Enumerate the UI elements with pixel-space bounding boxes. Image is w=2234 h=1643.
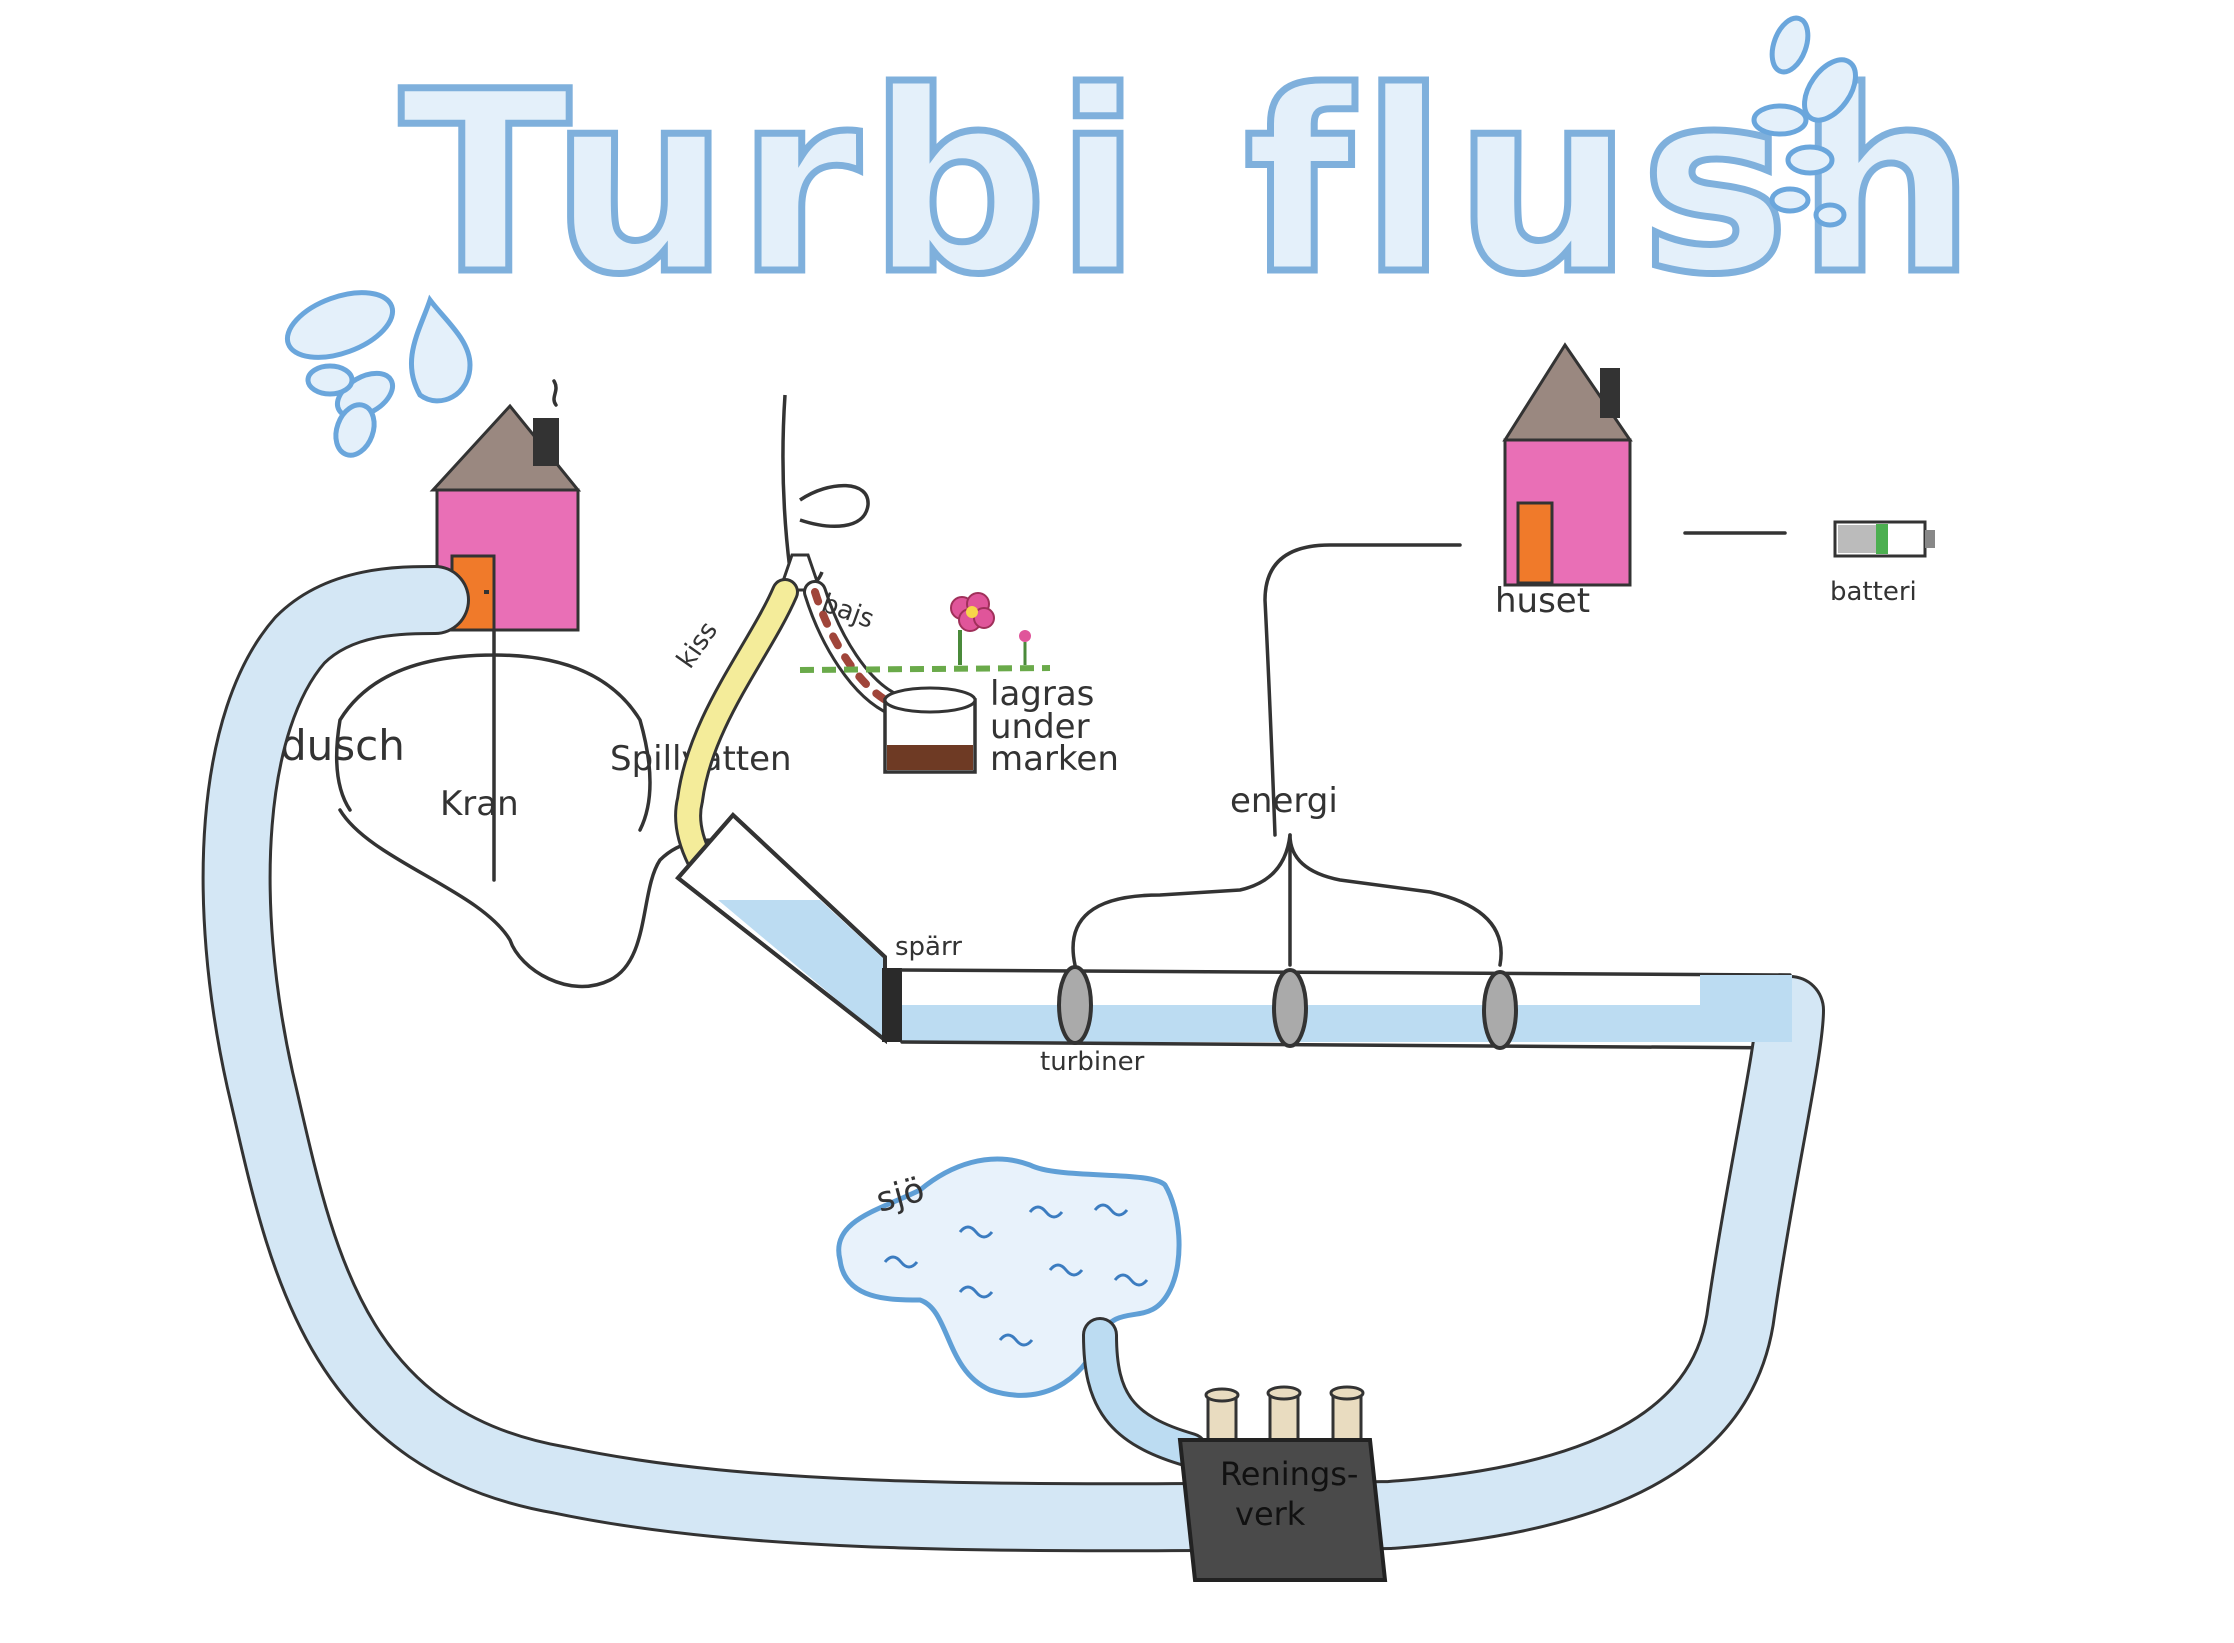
label-dusch: dusch [280, 721, 405, 770]
ground-grass [799, 630, 1051, 673]
title: Turbi flush [400, 38, 1983, 329]
label-turbiner: turbiner [1040, 1047, 1145, 1077]
splash-right-icon [1751, 15, 1858, 228]
turbine-pipe [900, 968, 1792, 1050]
label-kiss: kiss [671, 616, 724, 674]
splash-left-icon [284, 290, 473, 458]
kiss-pipe [674, 578, 799, 874]
label-batteri: batteri [1830, 577, 1917, 607]
energy-lines [1071, 543, 1503, 967]
bajs-pipe [803, 580, 907, 717]
pipe-bend [1700, 975, 1792, 1042]
small-flower-icon [1019, 630, 1031, 642]
house-right-icon [1502, 342, 1633, 587]
funnel-tank [675, 812, 887, 1045]
toilet-icon [777, 394, 870, 592]
label-kran: Kran [440, 784, 519, 824]
house-outlets [334, 628, 747, 989]
battery-icon [1833, 520, 1935, 558]
lake-pipe [1085, 1320, 1205, 1465]
storage-tank-icon [883, 686, 977, 774]
label-sparr: spärr [895, 932, 962, 962]
label-huset: huset [1495, 581, 1590, 621]
label-energi: energi [1230, 781, 1338, 821]
flower-icon [950, 592, 995, 632]
return-pipe [201, 565, 1825, 1553]
label-reningsverk: Renings- verk [1220, 1455, 1369, 1533]
barrier-sparr [882, 968, 902, 1042]
treatment-plant-icon [1177, 1385, 1388, 1582]
turbine-icon [1057, 965, 1518, 1050]
label-lagras: lagras under marken [990, 674, 1119, 779]
